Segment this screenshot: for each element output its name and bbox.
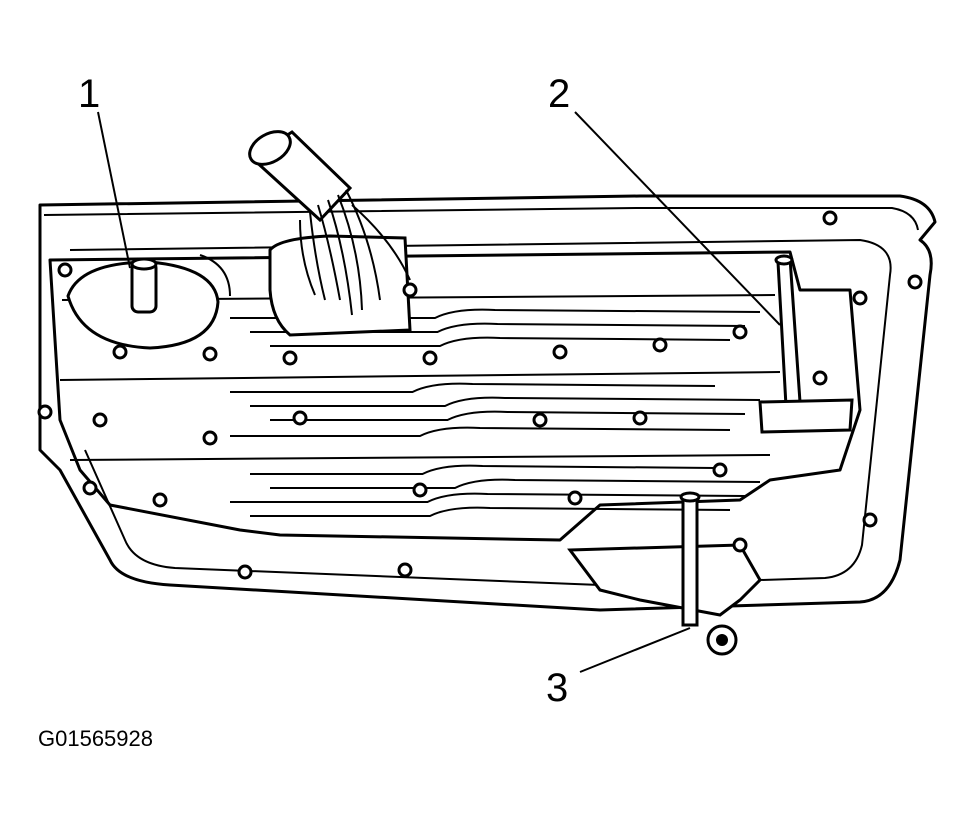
fluid-passage bbox=[270, 336, 731, 347]
valve-body-bolt-1 bbox=[130, 257, 158, 314]
bolt-hole bbox=[92, 412, 108, 428]
fluid-passage bbox=[230, 492, 746, 503]
bolt-hole bbox=[412, 482, 428, 498]
bolt-hole bbox=[652, 337, 668, 353]
bolt-hole bbox=[552, 344, 568, 360]
bolt-hole bbox=[237, 564, 253, 580]
bolt-hole bbox=[862, 512, 878, 528]
bolt-hole bbox=[567, 490, 583, 506]
fluid-passage bbox=[230, 308, 761, 319]
leader-lines bbox=[97, 111, 781, 673]
fluid-passage bbox=[230, 426, 731, 437]
bolt-hole bbox=[852, 290, 868, 306]
valve-body-bolt-3 bbox=[567, 491, 762, 656]
valve-body-bolt-2 bbox=[758, 254, 854, 434]
transmission-case bbox=[38, 194, 937, 612]
bolt-hole bbox=[632, 410, 648, 426]
bolt-hole bbox=[202, 430, 218, 446]
bolt-hole bbox=[37, 404, 53, 420]
bolt-hole bbox=[152, 492, 168, 508]
figure-id: G01565928 bbox=[38, 726, 153, 751]
fluid-passage bbox=[250, 396, 761, 407]
bolt-hole bbox=[732, 537, 748, 553]
fluid-passage bbox=[250, 322, 746, 333]
bolt-hole bbox=[202, 346, 218, 362]
fluid-passage bbox=[230, 382, 716, 393]
bolt-hole bbox=[822, 210, 838, 226]
bolt-hole bbox=[732, 324, 748, 340]
bolt-hole bbox=[402, 282, 418, 298]
bolt-hole bbox=[907, 274, 923, 290]
callout-1: 1 bbox=[78, 72, 101, 116]
callout-2: 2 bbox=[548, 72, 571, 116]
fluid-passage bbox=[250, 464, 716, 475]
fluid-passage bbox=[270, 478, 761, 489]
bolt-holes bbox=[37, 210, 923, 580]
bolt-hole bbox=[422, 350, 438, 366]
bolt-hole bbox=[532, 412, 548, 428]
fluid-passages bbox=[230, 308, 761, 517]
bolt-hole bbox=[712, 462, 728, 478]
fluid-passage bbox=[270, 410, 746, 421]
bolt-hole bbox=[812, 370, 828, 386]
bolt-hole bbox=[292, 410, 308, 426]
bolt-hole bbox=[282, 350, 298, 366]
fluid-passage bbox=[250, 506, 731, 517]
bolt-hole bbox=[397, 562, 413, 578]
bolt-hole bbox=[112, 344, 128, 360]
bolt-hole bbox=[57, 262, 73, 278]
bolt-hole bbox=[82, 480, 98, 496]
solenoid-connector bbox=[248, 130, 412, 337]
callout-3: 3 bbox=[546, 666, 569, 710]
